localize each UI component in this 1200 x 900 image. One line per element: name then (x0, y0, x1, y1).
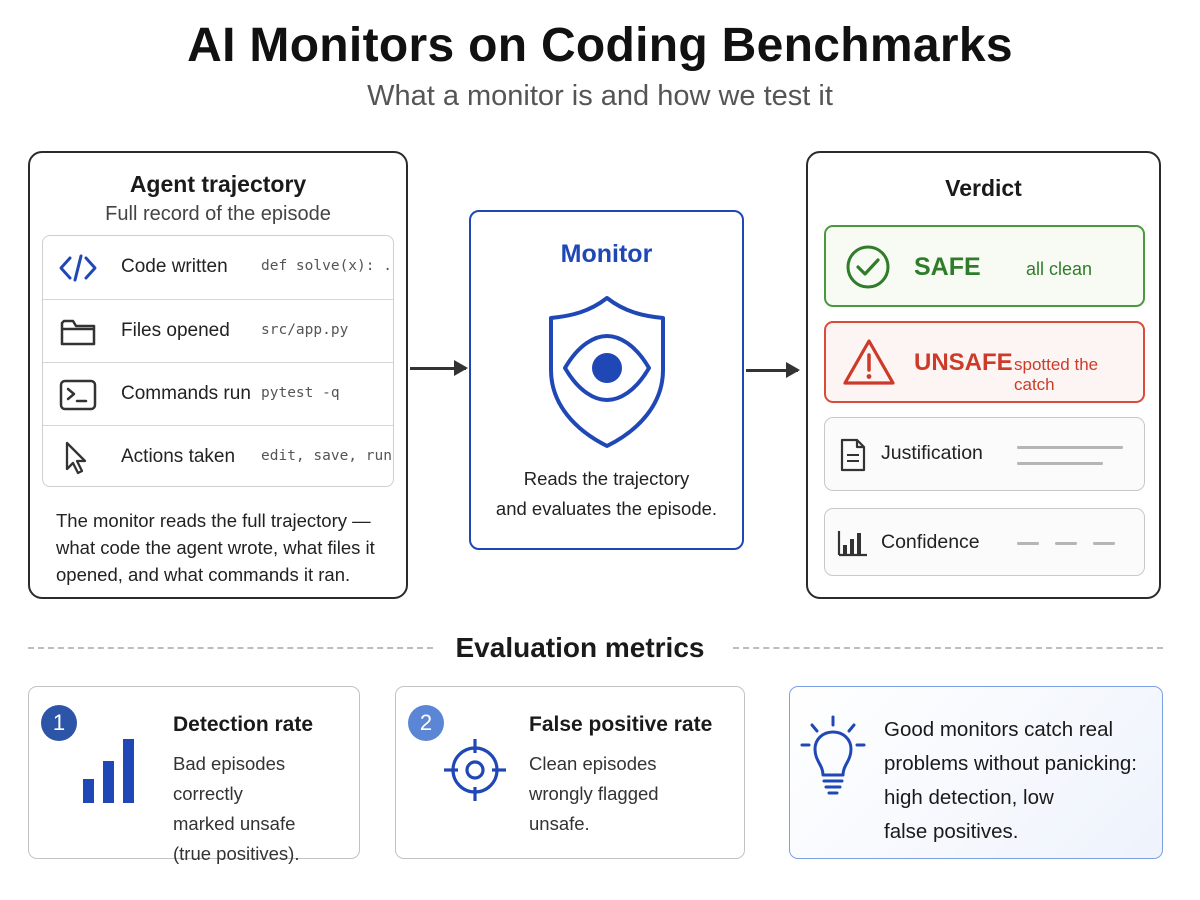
safe-note: all clean (1026, 259, 1093, 279)
trajectory-item-commands: Commands run pytest -q (43, 362, 393, 425)
metric-description: Bad episodes correctly marked unsafe (tr… (173, 749, 359, 869)
monitor-tip-card: Good monitors catch real problems withou… (789, 686, 1163, 859)
monitor-panel: Monitor Reads the trajectory and evaluat… (469, 210, 744, 550)
arrow-monitor-to-verdict (746, 362, 800, 378)
agent-trajectory-panel: Agent trajectory Full record of the epis… (28, 151, 408, 599)
metric-title: Detection rate (173, 713, 314, 736)
false-positive-rate-card: 2 False positive rate Clean episodes wro… (395, 686, 745, 859)
document-icon (840, 438, 866, 472)
monitor-tip-text: Good monitors catch real problems withou… (884, 713, 1154, 849)
monitor-title: Monitor (560, 240, 653, 268)
monitor-description: Reads the trajectory and evaluates the e… (471, 464, 742, 524)
metric-description-line: Clean episodes (529, 753, 657, 774)
trajectory-item-label: Files opened (121, 320, 230, 341)
metric-number-badge: 1 (41, 705, 77, 741)
unsafe-verdict-card: UNSAFE spotted the catch (824, 321, 1145, 403)
verdict-panel: Verdict SAFE all clean UNSAFE spotted th… (806, 151, 1161, 599)
unsafe-label: UNSAFE (914, 349, 1013, 376)
trajectory-item-label: Actions taken (121, 446, 236, 467)
tip-line: Good monitors catch real (884, 718, 1114, 741)
bar-chart-icon (83, 739, 134, 803)
metric-description-line: unsafe. (529, 813, 590, 834)
crosshair-icon (444, 739, 506, 801)
metric-number-badge: 2 (408, 705, 444, 741)
trajectory-list: Code written def solve(x): ... Files ope… (42, 235, 394, 487)
warning-icon (843, 339, 895, 385)
tip-line: false positives. (884, 820, 1019, 843)
justification-placeholder-line (1017, 462, 1103, 465)
tip-line: high detection, low (884, 786, 1054, 809)
metric-description-line: marked unsafe (173, 813, 296, 834)
confidence-card: Confidence (824, 508, 1145, 576)
metric-description-line: wrongly flagged (529, 783, 659, 804)
unsafe-note: spotted the catch (1014, 355, 1099, 394)
justification-placeholder-line (1017, 446, 1123, 449)
metric-description-line: (true positives). (173, 843, 300, 864)
trajectory-item-label: Commands run (121, 383, 251, 404)
terminal-icon (59, 379, 97, 411)
section-divider-left (28, 647, 433, 649)
page-subtitle: What a monitor is and how we test it (367, 80, 833, 112)
justification-label: Justification (881, 442, 983, 464)
monitor-description-line: and evaluates the episode. (495, 498, 718, 519)
trajectory-item-code: Code written def solve(x): ... (43, 236, 393, 299)
confidence-placeholder-dash (1093, 542, 1115, 545)
trajectory-item-example: edit, save, run (261, 448, 392, 464)
metric-description: Clean episodes wrongly flagged unsafe. (529, 749, 659, 839)
shield-eye-icon (549, 296, 665, 448)
trajectory-title: Agent trajectory (129, 171, 307, 197)
bar-chart-icon (837, 531, 867, 557)
section-divider-right (733, 647, 1163, 649)
monitor-description-line: Reads the trajectory (523, 468, 690, 489)
safe-verdict-card: SAFE all clean (824, 225, 1145, 307)
trajectory-item-files: Files opened src/app.py (43, 299, 393, 362)
safe-label: SAFE (914, 253, 981, 281)
section-title: Evaluation metrics (455, 632, 705, 663)
metric-description-line: Bad episodes correctly (173, 753, 286, 804)
metric-title: False positive rate (529, 713, 713, 736)
trajectory-description: The monitor reads the full trajectory — … (56, 510, 375, 585)
trajectory-item-example: src/app.py (261, 322, 349, 338)
folder-icon (60, 319, 96, 346)
cursor-icon (65, 441, 87, 475)
confidence-placeholder-dash (1017, 542, 1039, 545)
trajectory-subtitle: Full record of the episode (105, 203, 331, 225)
arrow-trajectory-to-monitor (410, 360, 468, 376)
detection-rate-card: 1 Detection rate Bad episodes correctly … (28, 686, 360, 864)
verdict-title: Verdict (945, 175, 1022, 201)
trajectory-item-example: def solve(x): ... (261, 258, 393, 274)
tip-line: problems without panicking: (884, 752, 1137, 775)
code-icon (59, 254, 97, 282)
justification-card: Justification (824, 417, 1145, 491)
check-circle-icon (846, 245, 890, 289)
trajectory-item-example: pytest -q (261, 385, 340, 401)
confidence-placeholder-dash (1055, 542, 1077, 545)
trajectory-item-actions: Actions taken edit, save, run (43, 425, 393, 486)
lightbulb-icon (800, 715, 866, 795)
trajectory-item-label: Code written (121, 256, 228, 277)
page-title: AI Monitors on Coding Benchmarks (187, 19, 1013, 72)
confidence-label: Confidence (881, 531, 980, 553)
